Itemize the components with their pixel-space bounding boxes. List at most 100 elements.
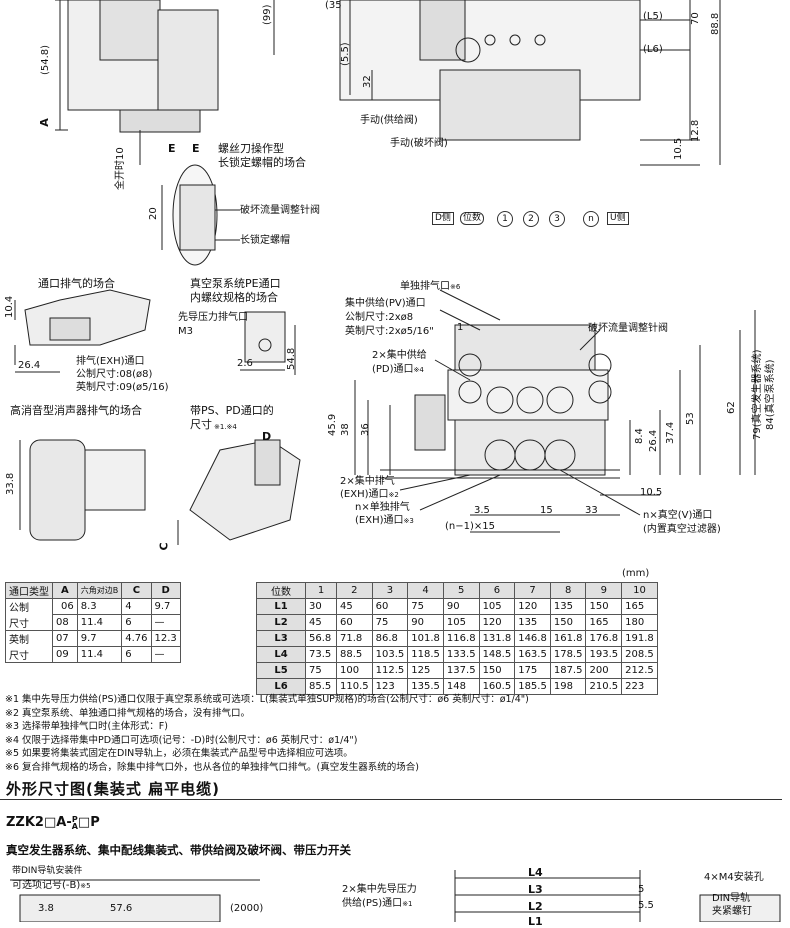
fv-single-exh: 单独排气口※6 <box>400 281 461 292</box>
length-row-label: L6 <box>256 678 306 695</box>
callout-lock-nut: 长锁定螺帽 <box>240 235 290 246</box>
strip-u-side: U侧 <box>607 212 629 225</box>
length-cell: 101.8 <box>407 630 444 647</box>
fv-79: 79(真空发生器系统) <box>752 349 763 440</box>
fv-37-4: 37.4 <box>665 421 676 444</box>
dim-54-8: (54.8) <box>40 44 51 75</box>
dim-99: (99) <box>262 4 273 25</box>
port-cell: 11.4 <box>76 646 123 663</box>
length-cell: 86.8 <box>371 630 409 647</box>
footnote-item: ※3 选择带单独排气口时(主体形式：F) <box>5 721 168 732</box>
bt-ps: 2×集中先导压力 <box>342 884 417 895</box>
callout-needle: 破坏流量调整针阀 <box>240 205 320 216</box>
silencer-33-8: 33.8 <box>5 472 16 495</box>
length-cell: 85.5 <box>305 678 337 695</box>
footnote-item: ※1 集中先导压力供给(PS)通口仅限于真空泵系统或可选项：L(集装式单独SUP… <box>5 694 529 705</box>
pspd-title: 带PS、PD通口的 <box>190 404 274 417</box>
exh-inch: 英制尺寸:09(ø5/16) <box>76 382 169 393</box>
port-cell: 8.3 <box>76 598 123 615</box>
fv-62: 62 <box>726 401 737 414</box>
vp-2-6: 2.6 <box>237 358 253 369</box>
callout-lock-nut-title: 长锁定螺帽的场合 <box>218 156 306 169</box>
fv-53: 53 <box>685 412 696 425</box>
length-cell: 193.5 <box>585 646 623 663</box>
bt-l3: L3 <box>528 883 543 896</box>
pspd-label-c: C <box>157 542 171 551</box>
dim-10-5: 10.5 <box>673 137 684 160</box>
length-cell: 150 <box>549 614 587 631</box>
dim-35: (35 <box>325 0 342 11</box>
length-cell: 125 <box>407 662 444 679</box>
length-cell: 161.8 <box>549 630 587 647</box>
fv-dim-1: 1 <box>457 322 464 333</box>
exh-metric: 公制尺寸:08(ø8) <box>76 369 153 380</box>
bt-l2: L2 <box>528 900 543 913</box>
exh-dim-26-4: 26.4 <box>18 360 41 371</box>
dim-88-8: 88.8 <box>710 12 721 35</box>
fv-45-9: 45.9 <box>327 413 338 436</box>
callout-screwdriver: 螺丝刀操作型 <box>218 142 284 155</box>
port-cell: 6 <box>121 646 152 663</box>
length-cell: 146.8 <box>514 630 551 647</box>
length-row-label: L1 <box>256 598 306 615</box>
bt-5: 5 <box>638 884 645 895</box>
strip-position: 位数 <box>460 212 485 225</box>
length-cell: 105 <box>478 598 516 615</box>
dim-l5: (L5) <box>643 11 663 22</box>
fv-pv-metric: 公制尺寸:2xø8 <box>345 312 414 323</box>
length-cell: 175 <box>514 662 551 679</box>
length-cell: 45 <box>336 598 373 615</box>
bt-5-5: 5.5 <box>638 900 654 911</box>
port-row-group: 公制 <box>5 598 53 615</box>
dim-full-open: 全开时 <box>115 160 126 190</box>
strip-2: 2 <box>523 211 539 227</box>
length-table-header: 7 <box>514 582 551 599</box>
port-table-h3: C <box>121 582 152 599</box>
exh-port-title: 通口排气的场合 <box>38 277 115 290</box>
unit-label: (mm) <box>622 568 650 579</box>
length-cell: 200 <box>585 662 623 679</box>
length-table-header: 9 <box>585 582 623 599</box>
length-cell: 90 <box>442 598 480 615</box>
fv-pd2: (PD)通口※4 <box>372 364 424 375</box>
port-cell: 07 <box>52 630 78 647</box>
fv-84: 84(真空泵系统) <box>765 359 776 430</box>
length-cell: 30 <box>305 598 337 615</box>
strip-n: n <box>583 211 599 227</box>
length-cell: 210.5 <box>585 678 623 695</box>
fv-needle: 破坏流量调整针阀 <box>588 323 668 334</box>
port-cell: 6 <box>121 614 152 631</box>
bt-3-8: 3.8 <box>38 903 54 914</box>
vp-title: 真空泵系统PE通口 <box>190 277 281 290</box>
bt-din-rail: DIN导轨 <box>712 893 751 904</box>
length-cell: 75 <box>371 614 409 631</box>
fv-15: 15 <box>540 505 553 516</box>
port-cell: 08 <box>52 614 78 631</box>
port-cell: 12.3 <box>150 630 181 647</box>
fv-vac2: (内置真空过滤器) <box>643 524 721 535</box>
fv-pv-inch: 英制尺寸:2xø5/16" <box>345 326 434 337</box>
length-table-header: 6 <box>478 582 516 599</box>
fv-36: 36 <box>360 423 371 436</box>
silencer-title: 高消音型消声器排气的场合 <box>10 404 142 417</box>
vp-title2: 内螺纹规格的场合 <box>190 291 278 304</box>
fv-nexh2: (EXH)通口※3 <box>355 515 414 526</box>
bt-57-6: 57.6 <box>110 903 133 914</box>
strip-3: 3 <box>549 211 565 227</box>
footnotes: ※1 集中先导压力供给(PS)通口仅限于真空泵系统或可选项：L(集装式单独SUP… <box>5 693 529 774</box>
port-cell: 9.7 <box>76 630 123 647</box>
footnote-item: ※6 复合排气规格的场合，除集中排气口外，也从各位的单独排气口排气。(真空发生器… <box>5 761 419 773</box>
length-row-label: L2 <box>256 614 306 631</box>
dim-20: 20 <box>148 207 159 220</box>
pspd-label-d: D <box>262 430 272 443</box>
length-table-header: 8 <box>549 582 587 599</box>
length-cell: 45 <box>305 614 337 631</box>
length-cell: 120 <box>514 598 551 615</box>
length-table-header: 10 <box>621 582 658 599</box>
